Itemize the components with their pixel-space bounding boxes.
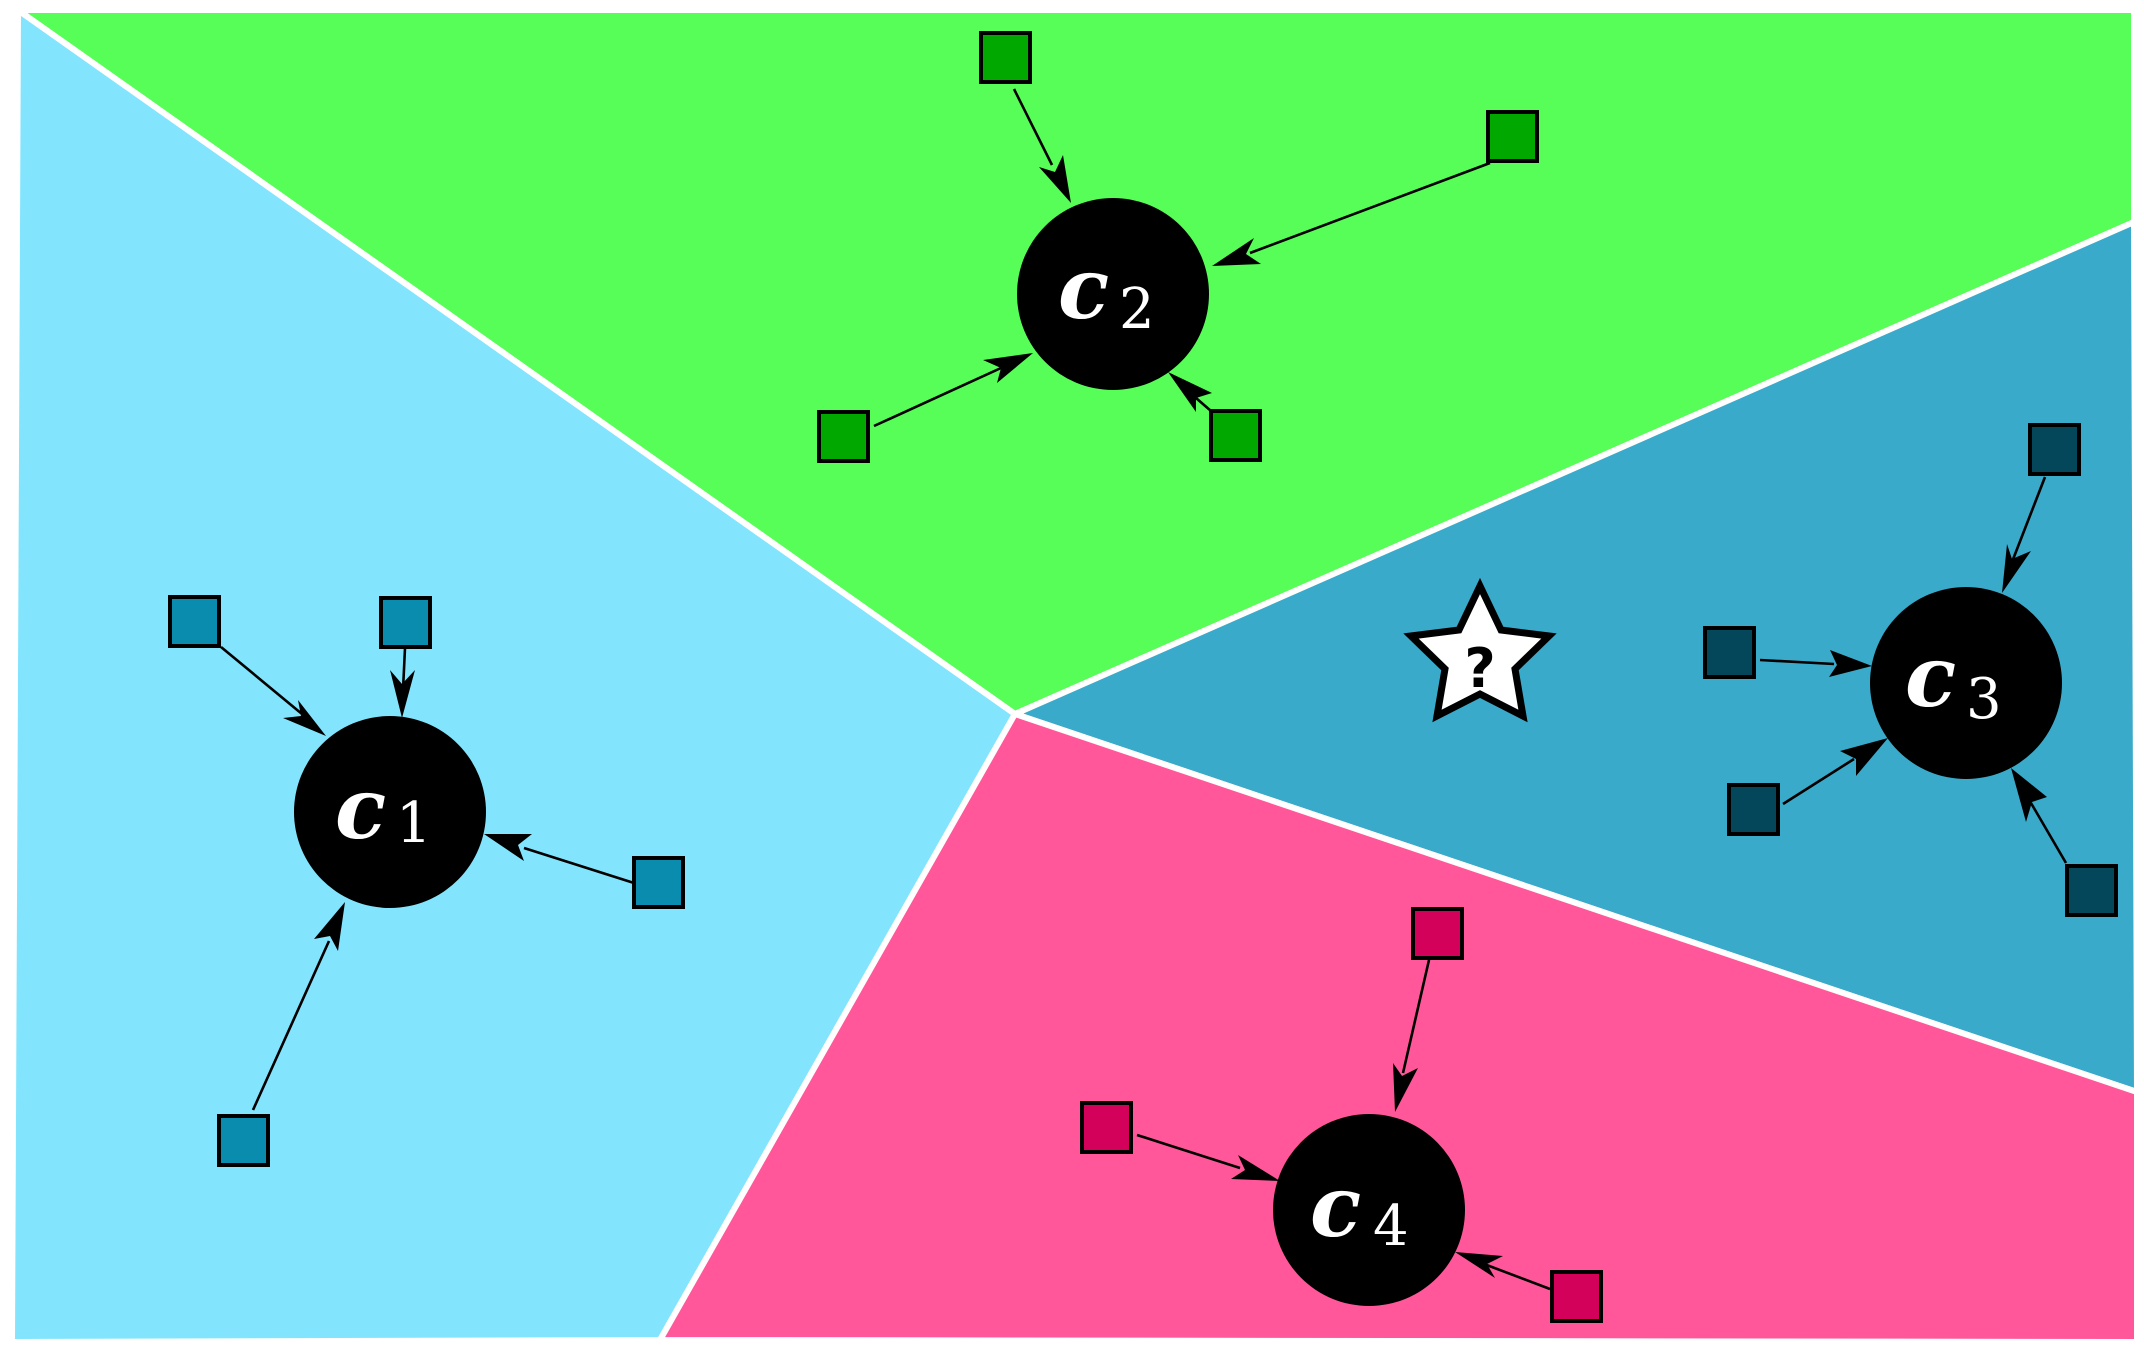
data-point-cluster-3	[1703, 626, 1756, 679]
data-point-cluster-4	[1080, 1101, 1133, 1154]
arrow-cluster-4-c	[1455, 1252, 1551, 1291]
arrow-cluster-2-d	[1168, 372, 1212, 412]
centroid-c2-label: c	[1058, 239, 1109, 338]
data-point-cluster-1	[379, 596, 432, 649]
centroid-c4: c 4	[1273, 1114, 1465, 1306]
centroid-c4-label: c	[1310, 1157, 1361, 1256]
centroids: c 1 c 2 c 3 c 4	[294, 198, 2062, 1306]
arrow-cluster-2-a	[1012, 88, 1071, 203]
data-point-cluster-3	[1727, 783, 1780, 836]
data-point-cluster-2	[1486, 110, 1539, 163]
arrow-cluster-1-d	[251, 902, 345, 1111]
data-points	[168, 31, 2118, 1323]
arrow-cluster-3-a	[2002, 476, 2047, 593]
centroid-c4-subscript: 4	[1373, 1194, 1409, 1259]
data-point-cluster-3	[2065, 864, 2118, 917]
arrow-cluster-4-b	[1136, 1133, 1280, 1181]
centroid-c3: c 3	[1870, 587, 2062, 779]
arrow-cluster-1-a	[220, 645, 326, 736]
data-point-cluster-4	[1411, 907, 1464, 960]
arrow-cluster-3-c	[1782, 738, 1888, 806]
centroid-c3-label: c	[1905, 627, 1956, 726]
region-cluster-4	[657, 711, 2140, 1345]
data-point-cluster-2	[979, 31, 1032, 84]
star-icon	[1403, 577, 1557, 723]
centroid-c1: c 1	[294, 716, 486, 908]
centroid-c1-label: c	[335, 759, 386, 858]
arrow-cluster-1-b	[390, 647, 415, 718]
centroid-c2-subscript: 2	[1119, 277, 1155, 342]
arrow-cluster-1-c	[484, 834, 635, 885]
arrow-cluster-4-a	[1393, 959, 1431, 1112]
data-point-cluster-3	[2028, 423, 2081, 476]
arrow-cluster-2-b	[1212, 161, 1491, 266]
arrow-cluster-2-c	[873, 353, 1033, 428]
centroid-c2: c 2	[1017, 198, 1209, 390]
arrow-cluster-3-b	[1759, 650, 1872, 677]
data-point-cluster-1	[632, 856, 685, 909]
centroid-c3-subscript: 3	[1966, 667, 2002, 732]
data-point-cluster-1	[168, 595, 221, 648]
query-symbol: ?	[1464, 637, 1495, 700]
data-point-cluster-4	[1550, 1270, 1603, 1323]
data-point-cluster-2	[817, 410, 870, 463]
centroid-c1-subscript: 1	[396, 791, 432, 856]
arrow-cluster-3-d	[2011, 768, 2068, 864]
data-point-cluster-1	[217, 1114, 270, 1167]
data-point-cluster-2	[1209, 409, 1262, 462]
query-point: ?	[1403, 577, 1557, 723]
assignment-arrows	[220, 88, 2068, 1291]
